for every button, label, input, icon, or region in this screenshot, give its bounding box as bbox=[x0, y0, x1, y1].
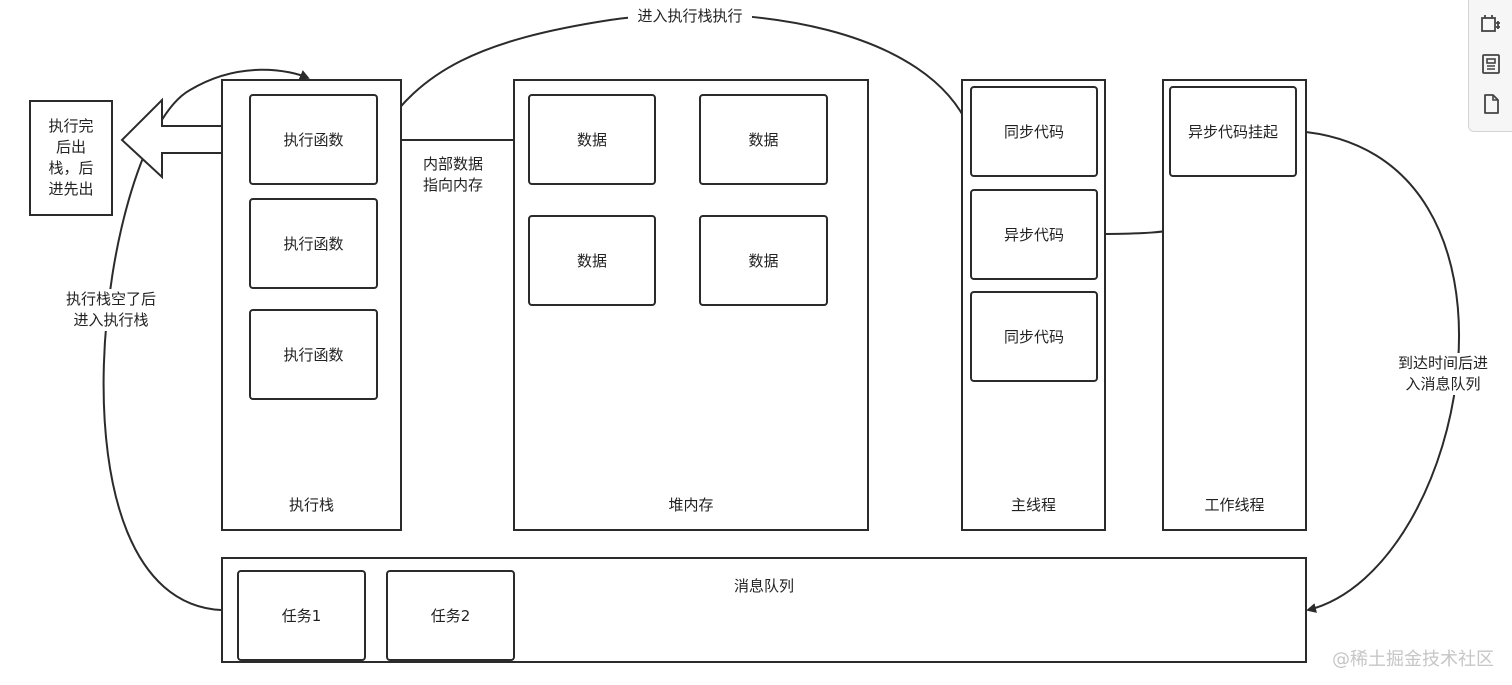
execution-complete-note: 执行完 后出 栈，后 进先出 bbox=[29, 100, 113, 216]
worker-thread-label: 工作线程 bbox=[1204, 496, 1265, 514]
call-stack-label: 执行栈 bbox=[288, 496, 334, 514]
heap-item: 数据 bbox=[528, 94, 656, 185]
page-layout-icon[interactable] bbox=[1479, 52, 1503, 76]
complete-line-3: 栈，后 bbox=[48, 159, 94, 177]
main-thread-item: 同步代码 bbox=[970, 86, 1098, 177]
timer-note-line-2: 入消息队列 bbox=[1405, 375, 1481, 393]
main-thread-label: 主线程 bbox=[1010, 496, 1056, 514]
main-thread-item: 异步代码 bbox=[970, 189, 1098, 280]
format-icon[interactable] bbox=[1479, 12, 1503, 36]
heap-item: 数据 bbox=[528, 215, 656, 306]
pointer-note-line-1: 内部数据 bbox=[422, 155, 483, 173]
complete-line-1: 执行完 bbox=[48, 117, 94, 135]
enter-stack-note: 进入执行栈执行 bbox=[628, 6, 752, 27]
timer-note: 到达时间后进 入消息队列 bbox=[1389, 353, 1497, 395]
watermark: @稀土掘金技术社区 bbox=[1332, 649, 1494, 670]
stack-frame: 执行函数 bbox=[249, 309, 378, 400]
stack-frame: 执行函数 bbox=[249, 94, 378, 185]
worker-item: 异步代码挂起 bbox=[1169, 86, 1297, 177]
heap-label: 堆内存 bbox=[668, 496, 714, 514]
empty-stack-note-line-2: 进入执行栈 bbox=[73, 311, 149, 329]
main-thread-item: 同步代码 bbox=[970, 291, 1098, 382]
empty-stack-note: 执行栈空了后 进入执行栈 bbox=[55, 289, 167, 331]
complete-line-4: 进先出 bbox=[48, 180, 94, 198]
pointer-note-line-2: 指向内存 bbox=[422, 176, 483, 194]
queue-task: 任务2 bbox=[386, 570, 515, 661]
empty-stack-note-line-1: 执行栈空了后 bbox=[65, 290, 156, 308]
message-queue-label: 消息队列 bbox=[733, 577, 794, 595]
queue-task: 任务1 bbox=[237, 570, 366, 661]
heap-item: 数据 bbox=[699, 94, 828, 185]
queue-to-stack-connector bbox=[102, 68, 310, 611]
pop-arrow-icon bbox=[120, 97, 237, 180]
complete-line-2: 后出 bbox=[55, 138, 86, 156]
pointer-note: 内部数据 指向内存 bbox=[412, 154, 494, 196]
timer-note-line-1: 到达时间后进 bbox=[1397, 354, 1488, 372]
document-icon[interactable] bbox=[1479, 92, 1503, 116]
message-queue-panel: 消息队列 bbox=[221, 557, 1307, 663]
side-toolbar bbox=[1468, 0, 1512, 132]
stack-frame: 执行函数 bbox=[249, 198, 378, 289]
heap-item: 数据 bbox=[699, 215, 828, 306]
